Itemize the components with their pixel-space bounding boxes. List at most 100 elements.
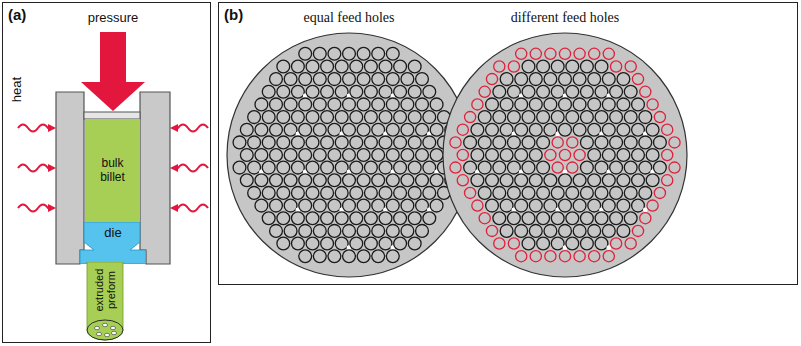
housing-wall [56,92,84,264]
air-hole [394,212,407,225]
air-hole [500,149,513,162]
air-hole [357,149,370,162]
air-hole [611,61,622,72]
air-hole [313,225,326,238]
air-hole [610,212,623,225]
preform-hole [102,323,107,326]
air-hole [372,98,385,111]
air-hole [603,48,614,59]
air-hole [522,187,535,200]
air-hole [602,174,615,187]
air-hole [365,111,378,124]
air-hole [270,73,283,86]
air-hole [357,225,370,238]
air-hole [624,85,637,98]
air-hole [284,98,297,111]
air-hole [306,212,319,225]
air-hole [350,111,363,124]
air-hole [394,187,407,200]
air-hole [240,123,253,136]
air-hole [595,237,608,250]
air-hole [372,174,385,187]
air-hole [357,174,370,187]
air-hole [248,161,261,174]
air-hole [632,98,645,111]
air-hole [416,174,429,187]
air-hole [602,149,615,162]
air-hole [574,149,585,160]
air-hole [299,98,312,111]
air-hole [654,136,667,149]
air-hole [386,123,399,136]
air-hole [654,112,665,123]
air-hole [379,111,392,124]
air-hole [313,73,326,86]
air-hole [493,111,506,124]
air-hole [632,149,645,162]
air-hole [313,98,326,111]
air-hole [379,136,392,149]
preform-hole [96,332,101,335]
air-hole [306,187,319,200]
air-hole [602,98,615,111]
panel-label: (a) [8,6,26,23]
panel-caption: different feed holes [440,10,690,26]
air-hole [559,225,572,238]
air-hole [416,98,429,111]
air-hole [423,111,436,124]
air-hole [386,73,399,86]
air-hole [595,60,608,73]
air-hole [581,212,594,225]
air-hole [343,98,356,111]
air-hole [386,47,399,60]
air-hole [262,111,275,124]
air-hole [500,225,513,238]
air-hole [277,136,290,149]
air-hole [284,225,297,238]
panel-box: (b)equal feed holesdifferent feed holes [218,2,798,285]
air-hole [464,161,477,174]
air-hole [350,161,363,174]
air-hole [544,73,557,86]
air-hole [277,85,290,98]
air-hole [328,250,341,263]
air-hole [262,187,275,200]
air-hole [335,237,348,250]
air-hole [522,136,535,149]
air-hole [306,161,319,174]
air-hole [423,187,436,200]
air-hole [581,187,594,200]
air-hole [343,73,356,86]
air-hole [508,61,519,72]
piston-plate [84,112,140,119]
air-hole [589,48,600,59]
cross-section-drawing [440,31,690,281]
air-hole [559,174,572,187]
air-hole [423,161,436,174]
air-hole [472,200,483,211]
air-hole [292,187,305,200]
air-hole [573,123,586,136]
air-hole [544,225,557,238]
air-hole [581,161,594,174]
air-hole [408,111,421,124]
air-hole [277,212,290,225]
air-hole [328,98,341,111]
air-hole [602,225,615,238]
air-hole [372,73,385,86]
air-hole [357,98,370,111]
air-hole [581,85,594,98]
air-hole [588,73,601,86]
air-hole [321,85,334,98]
air-hole [255,174,268,187]
air-hole [423,136,436,149]
air-hole [465,187,476,198]
air-hole [551,111,564,124]
air-hole [493,161,506,174]
air-hole [515,174,528,187]
air-hole [365,237,378,250]
housing-wall [140,92,170,264]
air-hole [457,149,468,160]
air-hole [654,187,665,198]
air-hole [401,174,414,187]
